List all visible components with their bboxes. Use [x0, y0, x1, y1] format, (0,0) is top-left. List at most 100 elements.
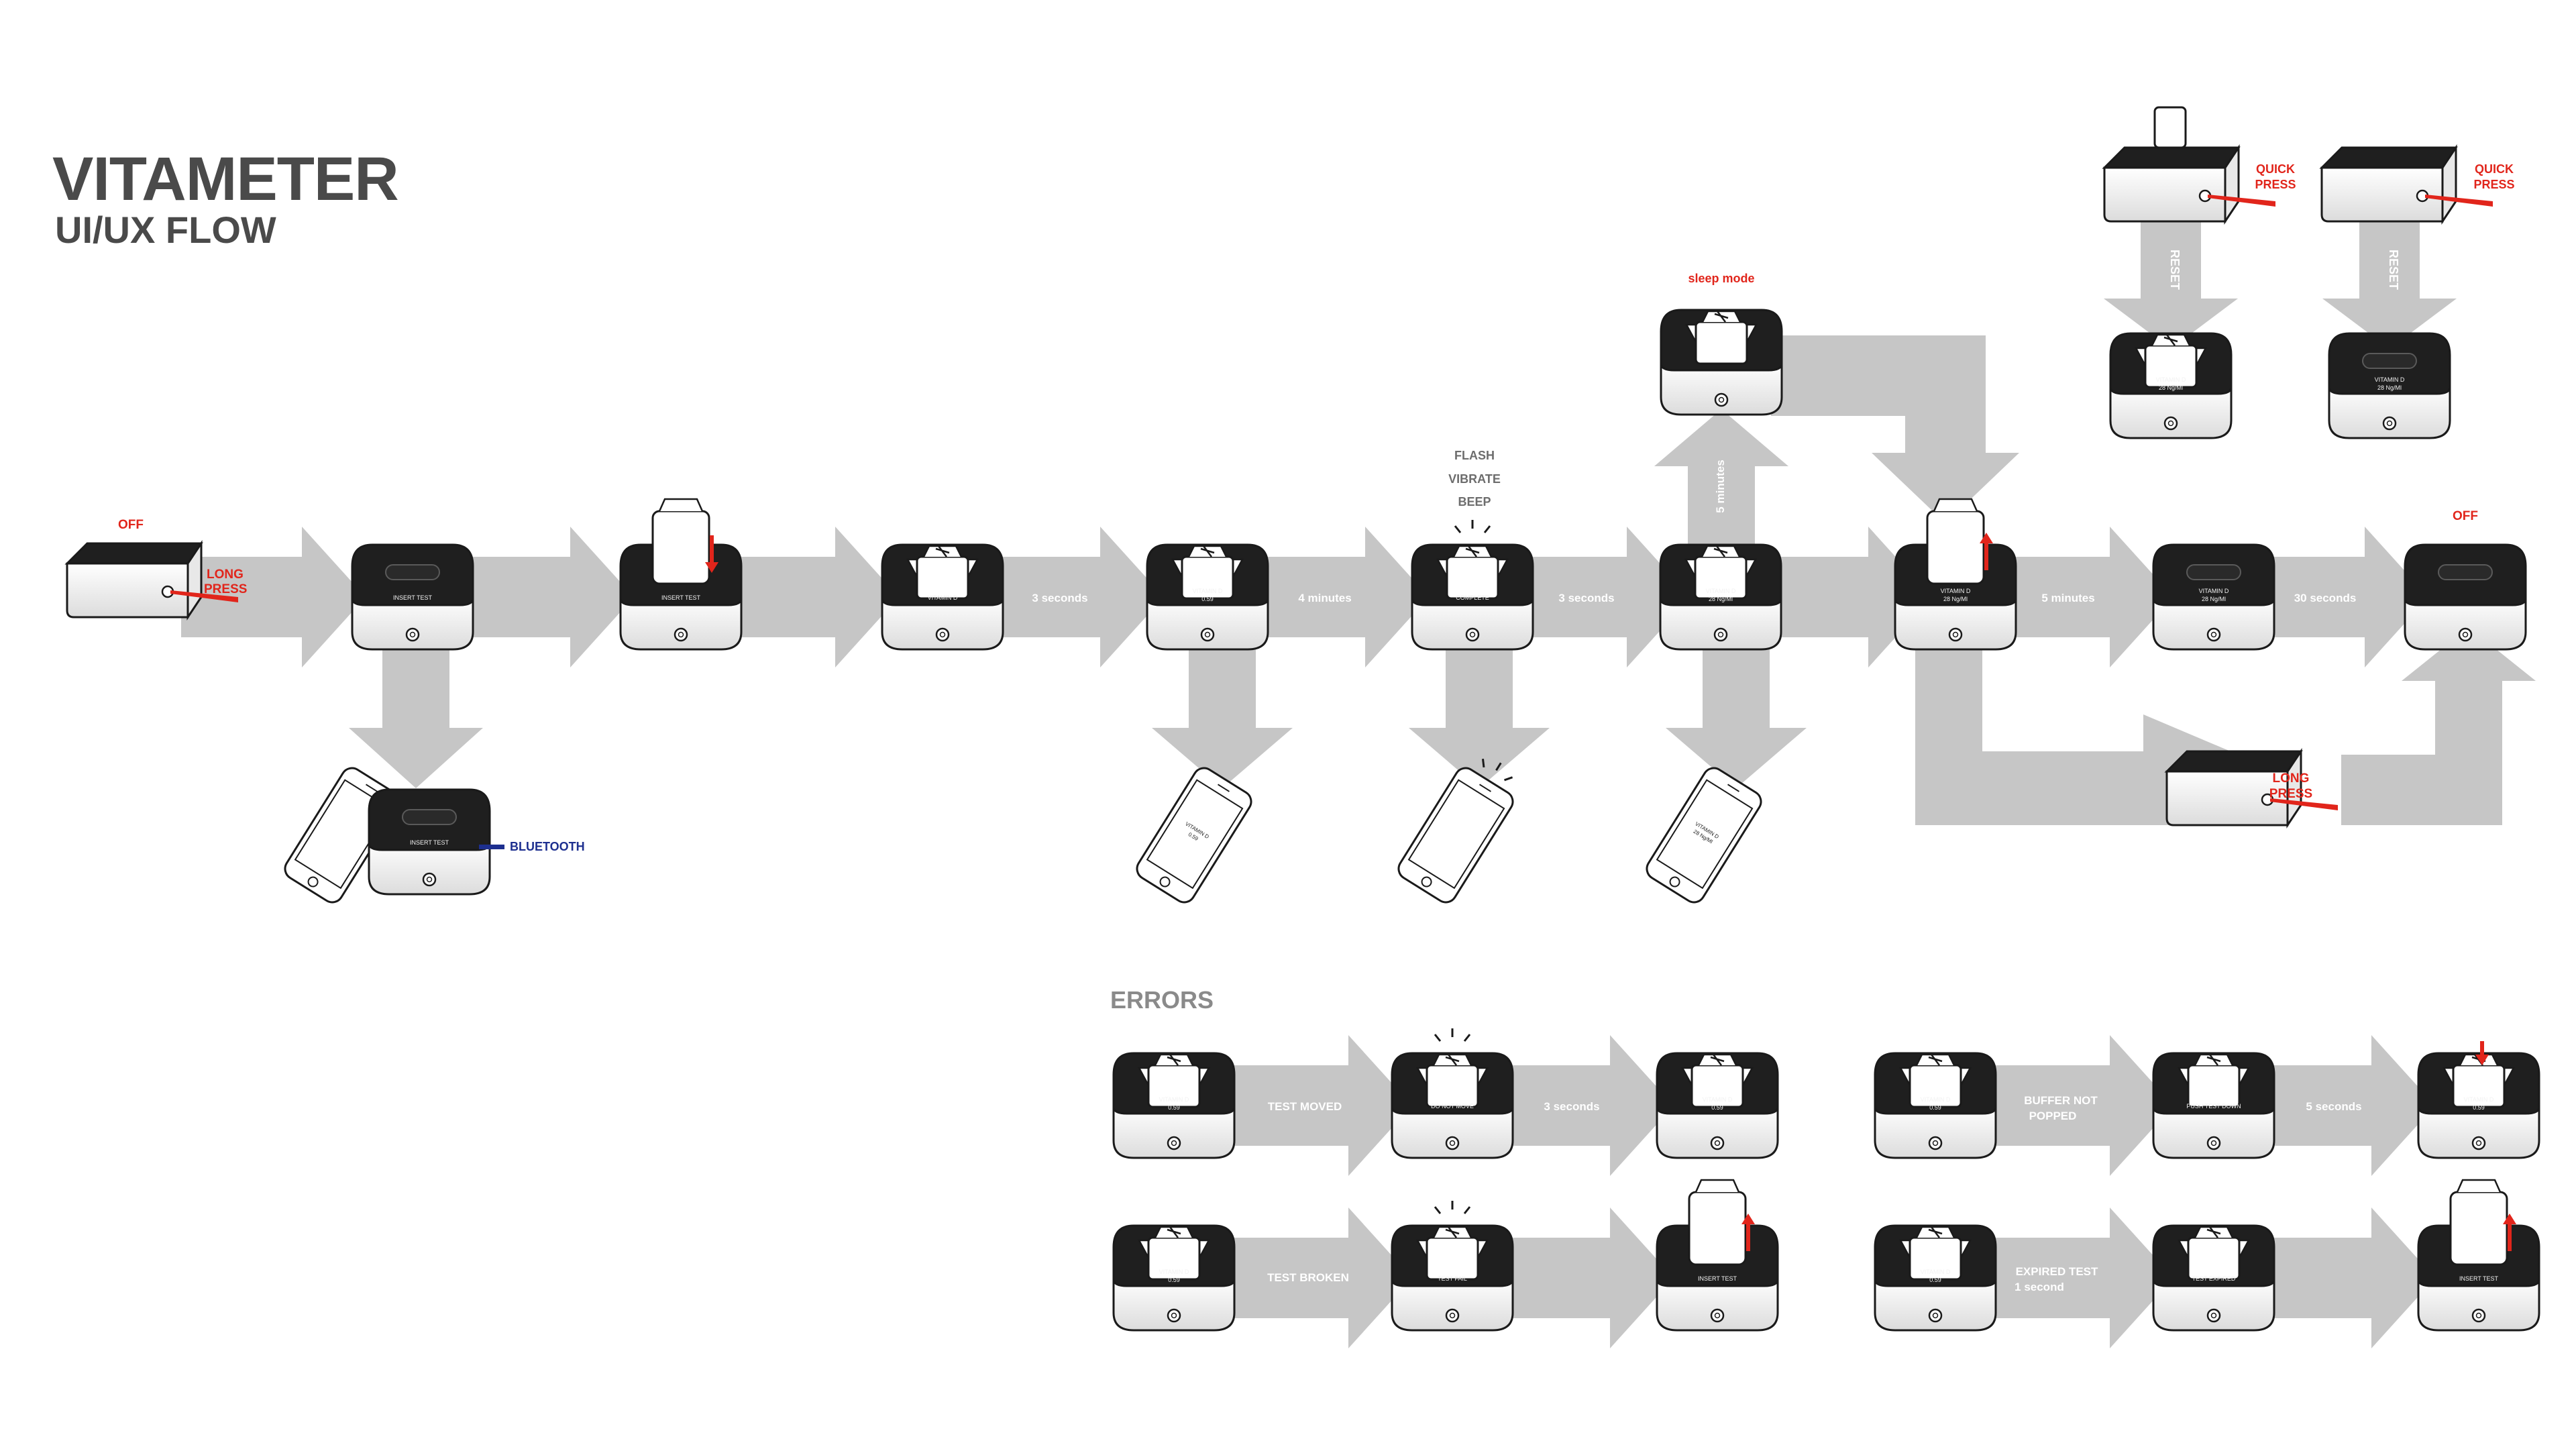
- arrow-err-expired: [1989, 1208, 2174, 1348]
- screen-text: INSERT TEST: [2459, 1275, 2499, 1282]
- device-reset-b-result: VITAMIN D28 Ng/Ml: [2328, 332, 2451, 439]
- err-expired-test: EXPIRED TEST: [2016, 1265, 2098, 1278]
- power-button-icon: [2206, 1136, 2221, 1150]
- step-5-minutes-up: 5 minutes: [1714, 460, 1727, 513]
- long-press-label-2: PRESS: [204, 582, 247, 596]
- red-arrow-icon: [2425, 195, 2493, 207]
- err-test-moved: TEST MOVED: [1268, 1100, 1342, 1113]
- screen-text: VITAMIN D: [928, 594, 958, 601]
- arrow-sleep-up: [1654, 409, 1788, 550]
- screen-text: 28 Ng/Ml: [2377, 384, 2402, 391]
- phone-3: VITAMIN D28 Ng/Ml: [1646, 767, 1762, 904]
- arrow-30-seconds: [2264, 527, 2428, 667]
- phone-2: [1397, 758, 1514, 904]
- screen-text: PUSH TEST DOWN: [2186, 1103, 2241, 1110]
- screen-text: VITAMIN D: [1193, 588, 1223, 594]
- arrow-err-insert: [1506, 1208, 1674, 1348]
- power-button-icon: [1713, 627, 1728, 642]
- screen-text: VITAMIN D: [1921, 1096, 1951, 1103]
- arrow-loop-left: [1915, 637, 2231, 825]
- err-device-3: VITAMIN D0.59: [1656, 1052, 1779, 1159]
- power-button-icon: [1167, 1136, 1181, 1150]
- long-press-end-label: LONG: [2273, 771, 2310, 786]
- power-button-icon: [674, 627, 688, 642]
- beep-label: BEEP: [1458, 495, 1491, 508]
- screen-text: VITAMIN D: [2199, 588, 2229, 594]
- step-30-seconds: 30 seconds: [2294, 592, 2357, 604]
- test-cartridge-icon: [1695, 321, 1748, 365]
- test-cartridge-icon: [2449, 1191, 2508, 1266]
- device-idle: VITAMIN D 28 Ng/Ml: [2152, 543, 2275, 651]
- arrow-reset-a: [2104, 218, 2238, 349]
- power-button-icon: [1200, 627, 1215, 642]
- power-button-icon: [1948, 627, 1963, 642]
- red-arrow-icon: [170, 590, 238, 602]
- err-device-1: VITAMIN D0.59: [1112, 1052, 1236, 1159]
- err-device-7: VITAMIN D0.59: [1874, 1052, 1997, 1159]
- err-device-5: TEST FAIL: [1391, 1201, 1514, 1332]
- arrow-off-to-on: [181, 527, 366, 667]
- screen-text: VITAMIN D: [1159, 1269, 1189, 1275]
- flow-labels: OFF LONG PRESS BLUETOOTH 3 seconds 4 min…: [118, 162, 2515, 1293]
- device-on: INSERT TEST: [351, 543, 474, 651]
- err-test-broken: TEST BROKEN: [1267, 1271, 1349, 1284]
- screen-text: VITAMIN D: [1703, 1096, 1733, 1103]
- power-button-icon: [2206, 1308, 2221, 1323]
- power-button-icon: [2206, 627, 2221, 642]
- power-button-icon: [1710, 1308, 1725, 1323]
- screen-text: 0.59: [1929, 1277, 1941, 1283]
- off-label-end: OFF: [2453, 509, 2478, 523]
- off-label: OFF: [118, 518, 144, 532]
- device-bluetooth: INSERT TEST: [368, 788, 491, 896]
- arrow-sleep-return: [1771, 335, 2019, 523]
- screen-text: TEST FAIL: [1438, 1275, 1467, 1282]
- err-1-second: 1 second: [2015, 1281, 2064, 1293]
- err-device-8: PUSH TEST DOWN: [2152, 1052, 2275, 1159]
- err-device-11: TEST EXPIRED: [2152, 1224, 2275, 1332]
- arrow-insert: [470, 527, 634, 667]
- screen-text: VITAMIN D: [2464, 1096, 2494, 1103]
- screen-text: VITAMIN D: [2156, 376, 2186, 383]
- power-button-icon: [1710, 1136, 1725, 1150]
- screen-text: INSERT TEST: [410, 839, 449, 846]
- power-button-icon: [935, 627, 950, 642]
- err-buffer-not: BUFFER NOT: [2024, 1094, 2098, 1107]
- power-button-icon: [1465, 627, 1480, 642]
- device-off: [64, 540, 238, 621]
- arrow-err-moved: [1228, 1035, 1412, 1176]
- long-press-label: LONG: [207, 568, 244, 582]
- power-button-icon: [1445, 1308, 1460, 1323]
- bluetooth-link: [479, 845, 504, 849]
- screen-text: VITAMIN D: [1706, 588, 1736, 594]
- device-sleep: [1660, 309, 1783, 416]
- arrow-phone-1: [1152, 644, 1293, 788]
- power-button-icon: [2382, 416, 2397, 431]
- screen-text: COMPLETE: [1456, 594, 1489, 601]
- arrow-phone-3: [1666, 644, 1807, 788]
- long-press-end-label-2: PRESS: [2269, 787, 2312, 801]
- device-result: VITAMIN D 28 Ng/Ml: [1659, 543, 1782, 651]
- arrow-reset-b: [2322, 218, 2457, 349]
- red-arrow-icon: [2208, 195, 2275, 207]
- power-button-icon: [1928, 1136, 1943, 1150]
- power-button-icon: [2471, 1136, 2486, 1150]
- err-device-9: VITAMIN D0.59: [2417, 1041, 2540, 1159]
- test-cartridge-icon: [1426, 1236, 1479, 1281]
- err-device-12: INSERT TEST: [2417, 1179, 2540, 1332]
- power-button-icon: [1928, 1308, 1943, 1323]
- test-cartridge-icon: [1426, 1064, 1479, 1108]
- arrow-err-5s: [2267, 1035, 2435, 1176]
- screen-text: 28 Ng/Ml: [1709, 596, 1733, 602]
- step-4-minutes: 4 minutes: [1298, 592, 1351, 604]
- arrow-loop-right: [2341, 627, 2536, 825]
- screen-text: 28 Ng/Ml: [2202, 596, 2226, 602]
- device-reset-b: [2319, 144, 2493, 225]
- sleep-mode-label: sleep mode: [1688, 272, 1754, 285]
- quick-press-label-a: QUICK: [2256, 162, 2295, 176]
- arrow-err-broken: [1231, 1208, 1412, 1348]
- screen-text: 0.59: [1929, 1104, 1941, 1111]
- device-remove: VITAMIN D28 Ng/Ml: [1894, 498, 2017, 651]
- device-insert: INSERT TEST: [619, 498, 743, 651]
- test-cartridge-icon: [1446, 555, 1499, 600]
